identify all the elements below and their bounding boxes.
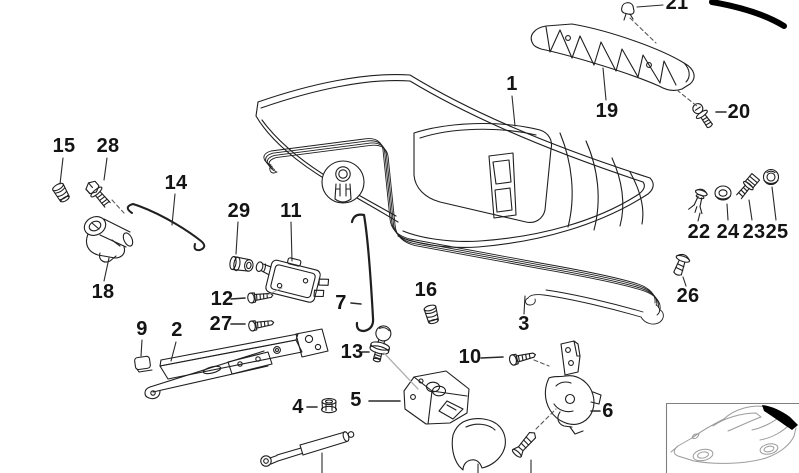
part-label-3[interactable]: 3	[518, 313, 530, 335]
countersunk-screw-drawing	[511, 432, 537, 458]
pad-9-drawing	[134, 355, 153, 373]
leader-lines	[59, 4, 777, 473]
part-label-12[interactable]: 12	[210, 288, 234, 310]
car-location-thumbnail	[665, 402, 799, 473]
part-label-4[interactable]: 4	[292, 396, 304, 418]
gas-strut-drawing	[260, 431, 355, 467]
label-dash-connectors	[230, 111, 727, 412]
part-label-19[interactable]: 19	[595, 100, 619, 122]
rivet-22-drawing	[688, 188, 708, 215]
part-label-26[interactable]: 26	[676, 285, 700, 307]
part-label-10[interactable]: 10	[458, 346, 482, 368]
ball-pin-drawing	[369, 325, 392, 363]
microswitch-drawing	[255, 257, 330, 303]
rubber-strip-drawing	[709, 0, 787, 29]
part-label-15[interactable]: 15	[52, 135, 76, 157]
guide-line-screw-to-switch	[266, 287, 283, 296]
part-label-23[interactable]: 23	[742, 221, 766, 243]
part-label-9[interactable]: 9	[136, 318, 148, 340]
part-label-24[interactable]: 24	[716, 221, 740, 243]
seal-detail-balloon	[321, 160, 365, 204]
trunk-seal-drawing	[263, 138, 664, 325]
part-label-20[interactable]: 20	[727, 101, 751, 123]
assembly-guide-lines	[111, 17, 699, 430]
part-label-27[interactable]: 27	[209, 313, 233, 335]
part-label-29[interactable]: 29	[227, 200, 251, 222]
lock-cylinder-drawing	[83, 216, 134, 263]
lock-rod-drawing	[350, 213, 375, 333]
part-label-2[interactable]: 2	[171, 319, 183, 341]
highlighted-trunk-area	[762, 405, 798, 430]
nut-4-drawing	[320, 397, 338, 414]
latch-drawing	[403, 370, 470, 425]
washer-24-drawing	[714, 185, 732, 201]
trunk-lid-drawing	[255, 74, 654, 248]
part-label-21[interactable]: 21	[665, 0, 689, 14]
screw-27-drawing	[247, 316, 276, 333]
clip-26-drawing	[673, 253, 691, 276]
plug-16-drawing	[423, 303, 441, 326]
part-label-25[interactable]: 25	[765, 221, 789, 243]
guide-line-ball-to-latch	[383, 352, 419, 390]
part-label-6[interactable]: 6	[602, 400, 614, 422]
part-label-16[interactable]: 16	[414, 279, 438, 301]
screw-20-drawing	[692, 103, 713, 129]
part-label-14[interactable]: 14	[164, 172, 188, 194]
part-label-28[interactable]: 28	[96, 135, 120, 157]
rod-14-drawing	[126, 203, 206, 252]
part-label-11[interactable]: 11	[280, 200, 302, 222]
clip-21-drawing	[621, 2, 635, 21]
screw-23-drawing	[736, 173, 761, 200]
part-label-13[interactable]: 13	[340, 341, 364, 363]
screw-10-drawing	[507, 348, 538, 367]
plug-15-drawing	[51, 181, 72, 205]
part-label-1[interactable]: 1	[506, 73, 518, 95]
part-label-22[interactable]: 22	[687, 221, 711, 243]
hinge-drawing	[144, 328, 329, 400]
barrel-29-drawing	[229, 255, 254, 272]
part-label-18[interactable]: 18	[91, 281, 115, 303]
part-label-7[interactable]: 7	[335, 292, 347, 314]
cap-nut-25-drawing	[762, 168, 780, 186]
part-label-5[interactable]: 5	[350, 389, 362, 411]
lock-drawing	[544, 340, 602, 435]
grip-strip-drawing	[530, 23, 695, 91]
cover-plate-drawing	[451, 418, 506, 471]
bolt-28-drawing	[85, 180, 111, 208]
